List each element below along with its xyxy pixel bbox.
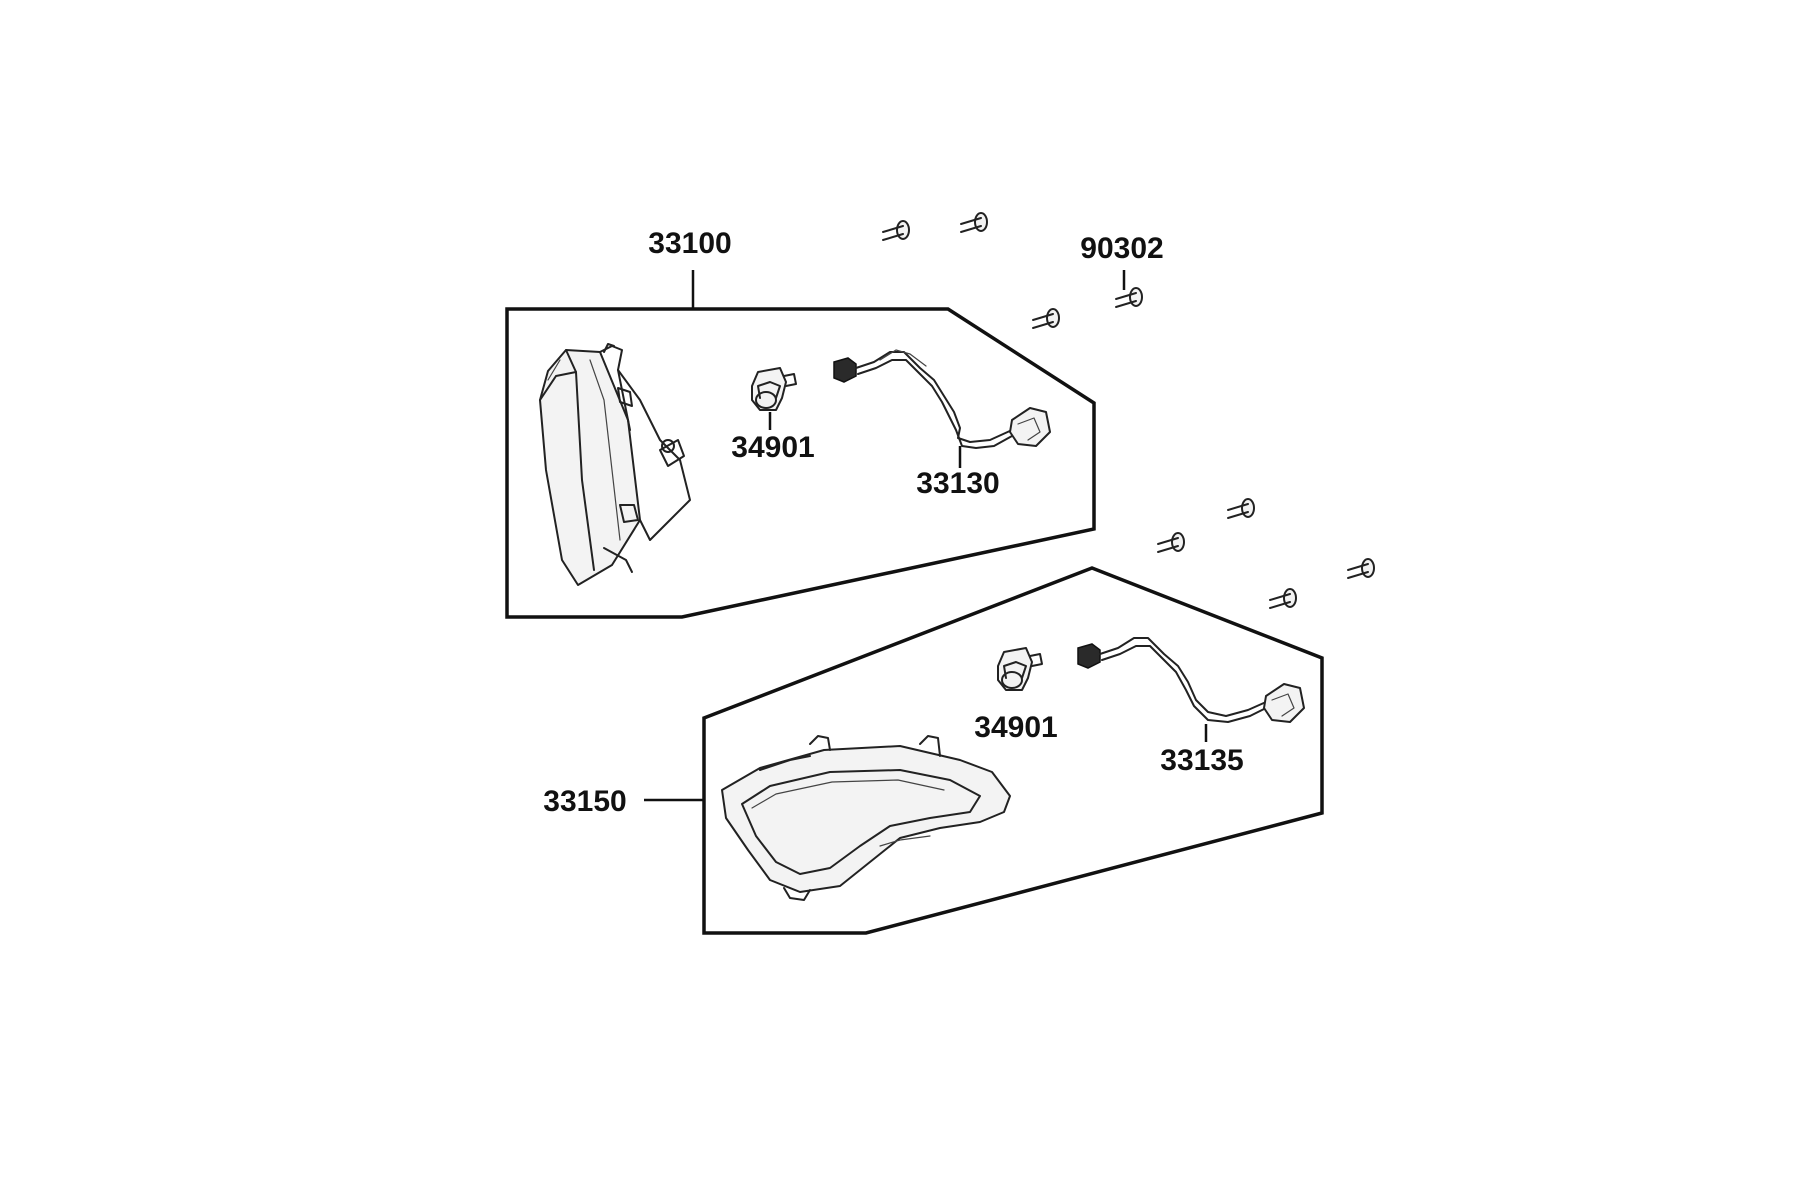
screws-upper-drawing	[882, 212, 1143, 329]
harness-upper-drawing	[833, 349, 1051, 449]
harness-lower-drawing	[1077, 637, 1305, 723]
bulb-lower-drawing	[997, 647, 1043, 691]
bulb-upper-drawing	[751, 367, 797, 411]
headlight-housing-drawing	[539, 343, 691, 586]
upper-group-frame	[505, 307, 1096, 619]
lower-group-frame	[702, 566, 1324, 935]
label-90302: 90302	[1080, 232, 1163, 265]
screws-lower-drawing	[1157, 498, 1375, 609]
position-lamp-housing-drawing	[721, 735, 1011, 901]
label-33100: 33100	[648, 227, 731, 260]
label-34901-upper: 34901	[731, 431, 814, 464]
label-33130: 33130	[916, 467, 999, 500]
label-33150: 33150	[543, 785, 626, 818]
label-33135: 33135	[1160, 744, 1243, 777]
label-34901-lower: 34901	[974, 711, 1057, 744]
